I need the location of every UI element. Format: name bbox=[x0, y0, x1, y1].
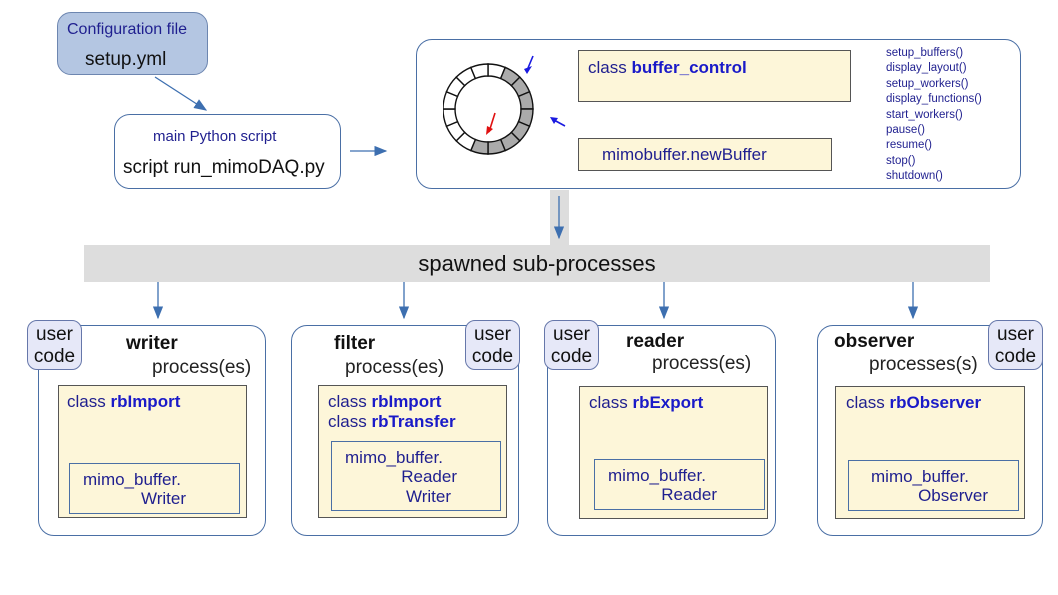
observer-class-label: class rbObserver bbox=[846, 393, 982, 412]
writer-title: writer bbox=[126, 333, 178, 354]
user-code-line: user bbox=[553, 324, 590, 345]
filter-class-label: class rbImport class rbTransfer bbox=[328, 392, 456, 431]
reader-subtitle: process(es) bbox=[652, 353, 752, 374]
user-code-line: user bbox=[474, 324, 511, 345]
observer-buffer-module: mimo_buffer. bbox=[871, 467, 969, 486]
writer-buffer-role: Writer bbox=[140, 489, 186, 508]
filter-buffer-role: Reader bbox=[401, 467, 457, 486]
buffer-control-panel: class buffer_control mimobuffer.newBuffe… bbox=[416, 39, 1021, 189]
observer-user-code-badge: user code bbox=[988, 320, 1043, 370]
reader-buffer-role: Reader bbox=[661, 485, 717, 504]
user-code-line: code bbox=[994, 346, 1037, 367]
observer-process-box: observer processes(s) class rbObserver m… bbox=[817, 325, 1043, 536]
main-script-box: main Python script script run_mimoDAQ.py bbox=[114, 114, 341, 189]
filter-process-box: filter process(es) class rbImport class … bbox=[291, 325, 519, 536]
filter-buffer-role: Writer bbox=[405, 487, 451, 506]
reader-class-box: class rbExport mimo_buffer. Reader bbox=[579, 386, 768, 519]
filter-class-name: rbTransfer bbox=[371, 412, 456, 431]
writer-class-box: class rbImport mimo_buffer. Writer bbox=[58, 385, 247, 518]
method-item: setup_workers() bbox=[886, 77, 969, 90]
buffer-control-class-name: buffer_control bbox=[631, 58, 747, 77]
method-item: shutdown() bbox=[886, 170, 943, 183]
user-code-line: code bbox=[471, 346, 514, 367]
filter-user-code-badge: user code bbox=[465, 320, 520, 370]
reader-buffer-module: mimo_buffer. bbox=[608, 466, 706, 485]
spawn-bar: spawned sub-processes bbox=[84, 245, 990, 282]
ring-buffer-slot bbox=[443, 108, 459, 128]
ring-buffer-segments bbox=[443, 63, 534, 155]
method-item: pause() bbox=[886, 124, 925, 137]
new-buffer-box: mimobuffer.newBuffer bbox=[578, 138, 832, 171]
reader-user-code-badge: user code bbox=[544, 320, 599, 370]
writer-buffer-box: mimo_buffer. Writer bbox=[69, 463, 240, 514]
reader-class-label: class rbExport bbox=[589, 393, 704, 412]
spawn-bar-label: spawned sub-processes bbox=[418, 251, 656, 276]
writer-subtitle: process(es) bbox=[152, 357, 252, 378]
observer-buffer-box: mimo_buffer. Observer bbox=[848, 460, 1019, 511]
config-file-name: setup.yml bbox=[85, 49, 167, 70]
method-item: start_workers() bbox=[886, 108, 963, 121]
reader-title: reader bbox=[626, 331, 685, 352]
reader-class-name: rbExport bbox=[632, 393, 704, 412]
buffer-control-class-box: class buffer_control bbox=[578, 50, 851, 102]
arrow-config-to-main bbox=[154, 76, 208, 111]
writer-user-code-badge: user code bbox=[27, 320, 82, 370]
writer-class-name: rbImport bbox=[110, 392, 181, 411]
method-item: display_functions() bbox=[886, 93, 982, 106]
method-item: resume() bbox=[886, 139, 933, 152]
writer-buffer-module: mimo_buffer. bbox=[83, 470, 181, 489]
user-code-line: code bbox=[33, 346, 76, 367]
reader-buffer-box: mimo_buffer. Reader bbox=[594, 459, 765, 510]
method-item: stop() bbox=[886, 154, 916, 167]
user-code-line: user bbox=[36, 324, 73, 345]
observer-buffer-role: Observer bbox=[918, 486, 988, 505]
config-file-box: Configuration file setup.yml bbox=[57, 12, 208, 75]
filter-subtitle: process(es) bbox=[345, 357, 445, 378]
ring-buffer-icon bbox=[443, 55, 566, 155]
user-code-line: user bbox=[997, 324, 1034, 345]
filter-class-name: rbImport bbox=[371, 392, 442, 411]
main-script-command: script run_mimoDAQ.py bbox=[123, 157, 325, 178]
filter-buffer-module: mimo_buffer. bbox=[345, 448, 443, 467]
write-pointer-arrow bbox=[527, 55, 534, 69]
writer-class-label: class rbImport bbox=[67, 392, 181, 411]
filter-class-box: class rbImport class rbTransfer mimo_buf… bbox=[318, 385, 507, 518]
user-code-line: code bbox=[550, 346, 593, 367]
control-methods-list: setup_buffers() display_layout() setup_w… bbox=[886, 46, 982, 185]
method-item: setup_buffers() bbox=[886, 47, 964, 59]
buffer-control-class-label: class buffer_control bbox=[588, 58, 747, 77]
observer-class-box: class rbObserver mimo_buffer. Observer bbox=[835, 386, 1025, 519]
observer-title: observer bbox=[834, 331, 915, 352]
ring-buffer-slot bbox=[469, 63, 489, 80]
observer-class-name: rbObserver bbox=[889, 393, 982, 412]
filter-title: filter bbox=[334, 333, 376, 354]
config-file-title: Configuration file bbox=[67, 21, 188, 38]
new-buffer-label: mimobuffer.newBuffer bbox=[602, 145, 767, 164]
main-script-title: main Python script bbox=[153, 128, 277, 145]
method-item: display_layout() bbox=[886, 62, 967, 75]
filter-buffer-box: mimo_buffer. Reader Writer bbox=[331, 441, 501, 511]
observer-subtitle: processes(s) bbox=[869, 354, 978, 375]
